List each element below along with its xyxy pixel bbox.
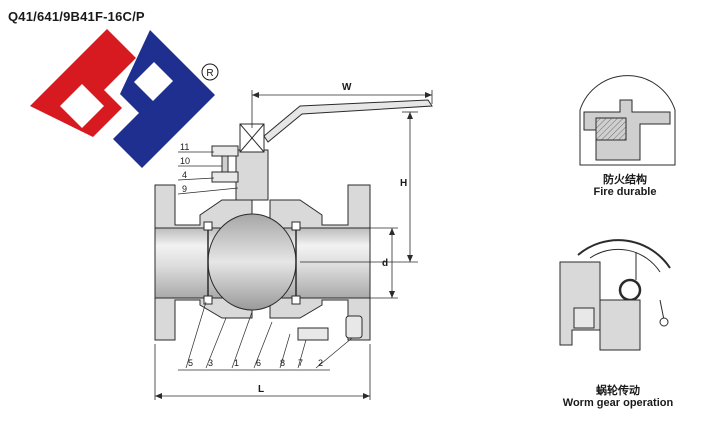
part-label-4: 4	[182, 170, 187, 180]
worm-gear-detail	[559, 239, 671, 351]
dim-bore-label: d	[382, 258, 388, 269]
dimension-lines	[154, 90, 433, 400]
registered-mark-icon	[201, 63, 219, 81]
registered-mark-text: R	[206, 68, 213, 79]
fire-durable-detail	[579, 75, 676, 166]
worm-gear-label-cn: 蜗轮传动	[596, 385, 640, 397]
part-label-9: 9	[182, 184, 187, 194]
part-label-7: 7	[298, 358, 303, 368]
dim-height-label: H	[400, 178, 407, 189]
page-title: Q41/641/9B41F-16C/P	[8, 9, 145, 24]
company-logo: R	[30, 29, 219, 168]
dimension-arrows	[155, 92, 432, 399]
part-label-8: 8	[280, 358, 285, 368]
bottom-callouts	[178, 301, 353, 371]
fire-durable-label-cn: 防火结构	[603, 174, 647, 186]
part-label-6: 6	[256, 358, 261, 368]
worm-gear-label-en: Worm gear operation	[562, 397, 674, 409]
dim-length-label: L	[258, 384, 264, 395]
fire-durable-label-en: Fire durable	[593, 186, 657, 198]
part-label-3: 3	[208, 358, 213, 368]
worm-gear-caption: 蜗轮传动 Worm gear operation	[543, 385, 693, 409]
part-label-1: 1	[234, 358, 239, 368]
part-label-11: 11	[180, 142, 189, 152]
part-label-10: 10	[180, 156, 190, 166]
part-label-5: 5	[188, 358, 193, 368]
part-label-2: 2	[318, 358, 323, 368]
handle-lever	[263, 99, 433, 143]
valve-body	[154, 123, 371, 341]
fire-durable-caption: 防火结构 Fire durable	[570, 174, 680, 198]
left-callouts	[177, 151, 239, 195]
dim-width-label: W	[342, 82, 352, 93]
